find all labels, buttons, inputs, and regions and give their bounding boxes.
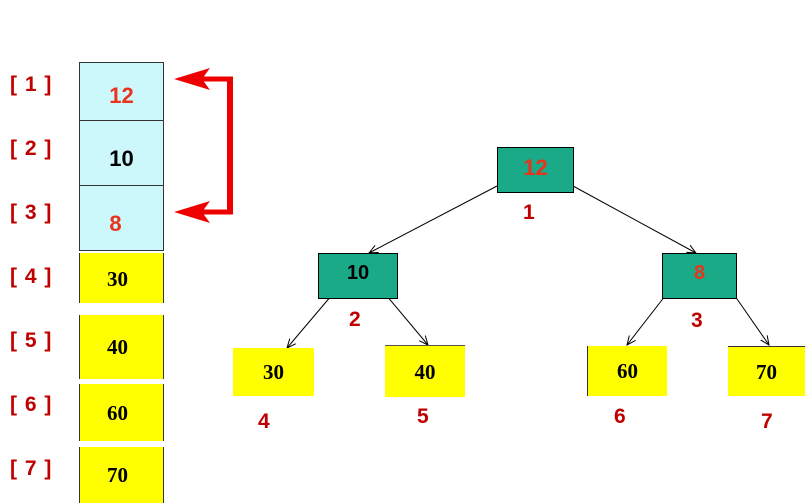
node-number-3: 3	[691, 309, 703, 332]
array-value-2: 10	[109, 146, 134, 171]
array-value-3: 8	[109, 211, 122, 236]
index-label-1: [ 1 ]	[10, 73, 53, 96]
index-label-4: [ 4 ]	[10, 265, 53, 288]
node-number-4: 4	[258, 410, 270, 433]
tree-node-root-value: 12	[523, 155, 548, 180]
array-value-1: 12	[109, 83, 134, 108]
index-label-7: [ 7 ]	[10, 457, 53, 480]
array-value-4: 30	[107, 267, 128, 291]
edge-1-3	[572, 185, 696, 253]
array-cell-5: 40	[79, 315, 164, 379]
node-number-7: 7	[761, 410, 773, 433]
tree-node-root: 12	[497, 147, 574, 193]
tree-leaf-4: 30	[233, 348, 314, 396]
tree-leaf-6: 60	[587, 346, 667, 396]
tree-node-left-value: 10	[346, 262, 370, 284]
tree-node-right: 8	[662, 253, 737, 299]
node-number-5: 5	[417, 405, 429, 428]
tree-node-left: 10	[318, 253, 398, 299]
array-value-6: 60	[107, 401, 128, 425]
node-number-1: 1	[523, 201, 535, 224]
tree-leaf-7: 70	[728, 346, 805, 396]
index-label-3: [ 3 ]	[10, 201, 53, 224]
index-label-6: [ 6 ]	[10, 393, 53, 416]
array-cell-7: 70	[79, 447, 164, 503]
tree-leaf-5: 40	[385, 345, 465, 397]
index-label-5: [ 5 ]	[10, 329, 53, 352]
array-cell-6: 60	[79, 384, 164, 441]
edge-1-2	[369, 185, 498, 253]
index-label-2: [ 2 ]	[10, 137, 53, 160]
swap-arrow	[174, 68, 233, 223]
array-cell-3: 8	[79, 185, 164, 251]
array-cell-1: 12	[79, 62, 164, 121]
array-value-7: 70	[107, 463, 128, 487]
node-number-6: 6	[614, 405, 626, 428]
array-cell-4: 30	[79, 253, 164, 303]
node-number-2: 2	[349, 308, 361, 331]
tree-node-right-value: 8	[693, 262, 706, 284]
array-value-5: 40	[107, 335, 128, 359]
